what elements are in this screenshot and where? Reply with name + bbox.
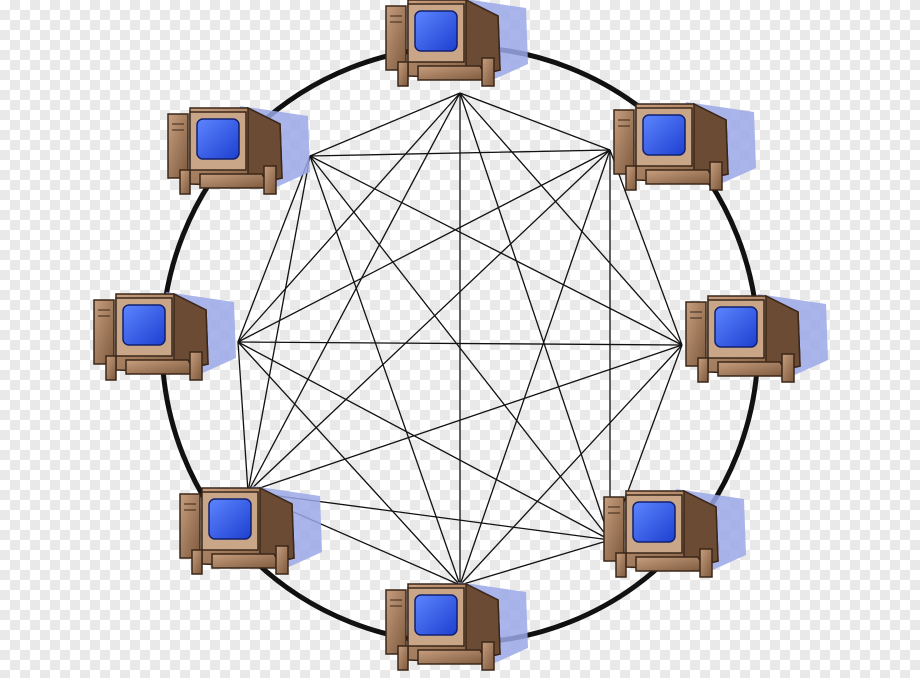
mesh-link <box>237 341 683 346</box>
desktop-computer-icon <box>685 293 829 383</box>
desktop-computer-icon <box>93 291 237 381</box>
desktop-computer-icon <box>167 105 311 195</box>
mesh-link <box>237 341 249 493</box>
desktop-computer-icon <box>385 581 529 671</box>
mesh-link <box>309 155 683 346</box>
mesh-link <box>237 155 311 343</box>
mesh-link <box>247 92 461 493</box>
desktop-computer-icon <box>385 0 529 87</box>
mesh-link <box>459 539 611 586</box>
mesh-link <box>459 92 611 151</box>
desktop-computer-icon <box>603 488 747 578</box>
desktop-computer-icon <box>179 485 323 575</box>
desktop-computer-icon <box>613 101 757 191</box>
mesh-links <box>237 92 683 586</box>
mesh-link <box>309 155 461 586</box>
mesh-link <box>609 149 683 346</box>
mesh-link <box>237 341 611 541</box>
mesh-link <box>459 92 683 346</box>
mesh-link <box>247 344 683 493</box>
network-nodes <box>93 0 829 671</box>
mesh-link <box>459 344 683 586</box>
mesh-link <box>309 92 461 157</box>
mesh-link <box>247 149 611 493</box>
mesh-link <box>459 92 611 541</box>
mesh-link <box>247 155 311 493</box>
mesh-link <box>237 341 461 586</box>
mesh-link <box>237 149 611 343</box>
mesh-link <box>237 92 461 343</box>
mesh-link <box>309 155 611 541</box>
mesh-link <box>459 149 611 586</box>
mesh-link <box>309 149 611 157</box>
